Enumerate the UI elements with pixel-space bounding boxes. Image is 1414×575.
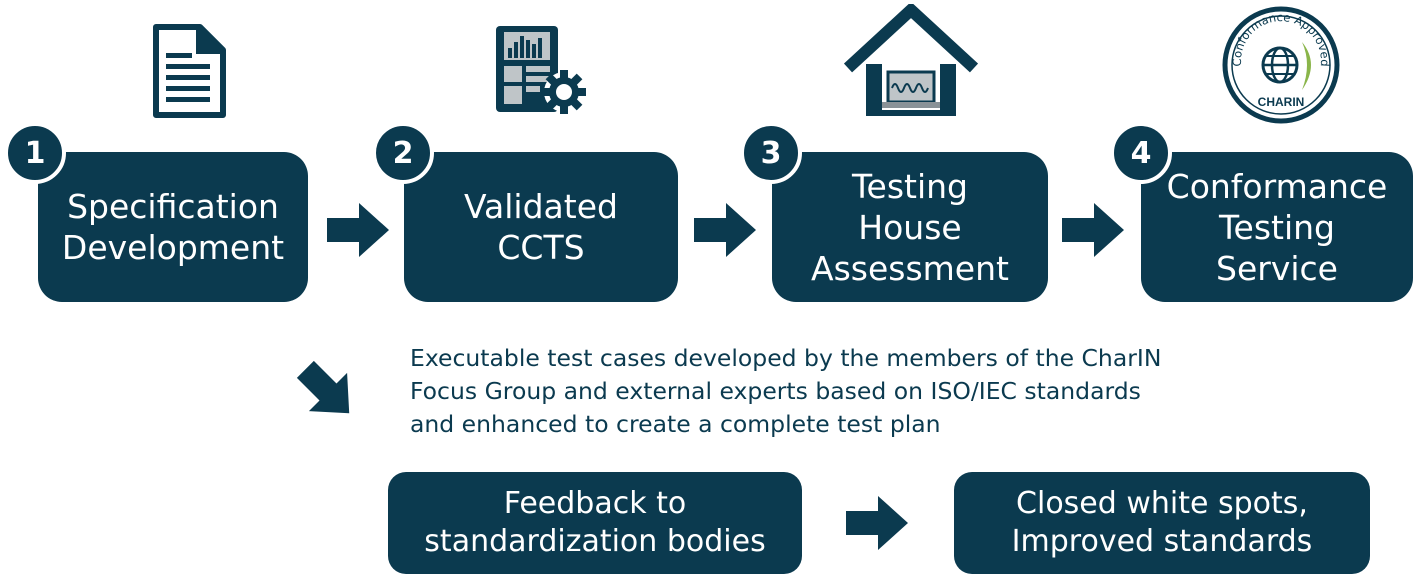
description-line: Focus Group and external experts based o…	[410, 377, 1141, 405]
outcome-line: standardization bodies	[424, 524, 766, 559]
step-1-label: Specification Development	[62, 186, 284, 268]
description-text: Executable test cases developed by the m…	[410, 342, 1210, 441]
step-1-line: Specification	[67, 187, 279, 226]
step-1-line: Development	[61, 228, 285, 267]
step-4-box: Conformance Testing Service	[1141, 152, 1413, 302]
arrow-down-right-icon	[296, 360, 350, 414]
step-4-line: Conformance	[1166, 166, 1388, 206]
arrow-right-icon	[327, 203, 389, 257]
step-2-label: Validated CCTS	[464, 186, 618, 268]
outcome-improved-box: Closed white spots, Improved standards	[954, 472, 1370, 574]
conformance-approved-seal-icon: Conformance Approved CHARIN	[1222, 6, 1340, 124]
seal-brand-text: CHARIN	[1258, 95, 1305, 109]
dashboard-gear-icon	[496, 26, 586, 114]
step-3-box: Testing House Assessment	[772, 152, 1048, 302]
step-3-number-badge: 3	[740, 122, 802, 184]
description-line: and enhanced to create a complete test p…	[410, 410, 941, 438]
step-4-line: Testing	[1218, 207, 1335, 247]
outcome-line: Improved standards	[1011, 524, 1313, 559]
step-2-line: CCTS	[497, 228, 585, 267]
step-1-number-badge: 1	[4, 122, 66, 184]
description-line: Executable test cases developed by the m…	[410, 344, 1162, 372]
step-2-box: Validated CCTS	[404, 152, 678, 302]
outcome-line: Closed white spots,	[1016, 486, 1308, 521]
outcome-feedback-label: Feedback to standardization bodies	[424, 485, 765, 561]
step-4-line: Service	[1216, 248, 1338, 288]
arrow-right-icon	[1062, 203, 1124, 257]
outcome-line: Feedback to	[503, 486, 687, 521]
step-2-line: Validated	[464, 187, 618, 226]
arrow-right-icon	[846, 496, 908, 550]
document-icon	[153, 24, 226, 118]
step-3-label: Testing House Assessment	[811, 166, 1009, 289]
house-laptop-icon	[844, 4, 978, 116]
step-4-number-badge: 4	[1110, 122, 1172, 184]
outcome-feedback-box: Feedback to standardization bodies	[388, 472, 802, 574]
step-4-label: Conformance Testing Service	[1167, 166, 1388, 289]
step-1-box: Specification Development	[38, 152, 308, 302]
outcome-improved-label: Closed white spots, Improved standards	[1012, 485, 1313, 561]
step-3-line: Testing	[851, 166, 968, 206]
step-3-line: Assessment	[811, 248, 1009, 288]
step-3-line: House	[858, 207, 962, 247]
step-2-number-badge: 2	[372, 122, 434, 184]
arrow-right-icon	[694, 203, 756, 257]
